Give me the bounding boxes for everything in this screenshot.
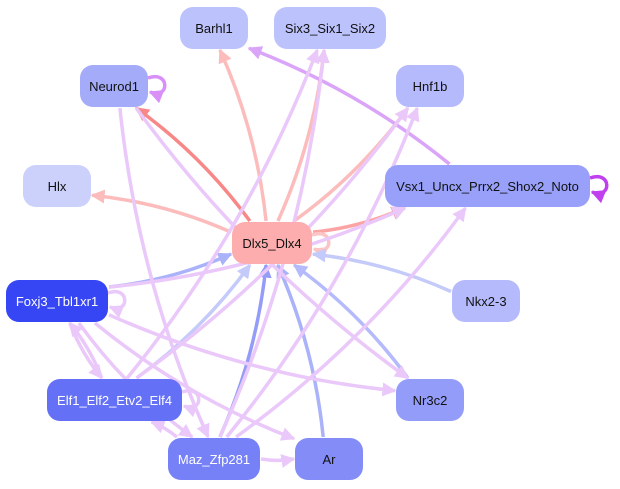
edge-maz_zfp281-to-vsx1_uncx_prrx2_shox2_noto bbox=[235, 206, 467, 439]
node-label: Foxj3_Tbl1xr1 bbox=[15, 293, 99, 309]
edge-dlx5_dlx4-to-neurod1 bbox=[135, 106, 252, 223]
edge-vsx1_uncx_prrx2_shox2_noto-to-barhl1 bbox=[247, 46, 451, 166]
node-label: Neurod1 bbox=[89, 78, 139, 94]
node-hlx[interactable]: Hlx bbox=[23, 165, 91, 207]
node-neurod1[interactable]: Neurod1 bbox=[80, 65, 148, 107]
node-ar[interactable]: Ar bbox=[295, 438, 363, 480]
edge-vsx1_uncx_prrx2_shox2_noto-to-vsx1_uncx_prrx2_shox2_noto bbox=[589, 174, 609, 204]
node-label: Elf1_Elf2_Etv2_Elf4 bbox=[57, 392, 172, 408]
edge-neurod1-to-maz_zfp281 bbox=[118, 107, 210, 439]
node-nr3c2[interactable]: Nr3c2 bbox=[396, 379, 464, 421]
node-elf1_elf2_etv2_elf4[interactable]: Elf1_Elf2_Etv2_Elf4 bbox=[47, 379, 182, 421]
edge-ar-to-dlx5_dlx4 bbox=[276, 263, 325, 438]
node-label: Nkx2-3 bbox=[465, 293, 507, 309]
edge-foxj3_tbl1xr1-to-ar bbox=[93, 321, 296, 441]
node-label: Six3_Six1_Six2 bbox=[284, 20, 376, 36]
node-nkx2-3[interactable]: Nkx2-3 bbox=[452, 280, 520, 322]
node-barhl1[interactable]: Barhl1 bbox=[180, 7, 248, 49]
edge-foxj3_tbl1xr1-to-foxj3_tbl1xr1 bbox=[107, 289, 127, 319]
node-label: Dlx5_Dlx4 bbox=[242, 235, 302, 251]
edge-elf1_elf2_etv2_elf4-to-six3_six1_six2 bbox=[125, 48, 320, 380]
edge-neurod1-to-neurod1 bbox=[147, 74, 167, 104]
node-label: Nr3c2 bbox=[412, 392, 448, 408]
node-label: Barhl1 bbox=[195, 20, 233, 36]
edge-maz_zfp281-to-elf1_elf2_etv2_elf4 bbox=[150, 420, 179, 439]
node-label: Maz_Zfp281 bbox=[177, 451, 251, 467]
edge-nkx2-3-to-dlx5_dlx4 bbox=[311, 248, 452, 294]
node-label: Vsx1_Uncx_Prrx2_Shox2_Noto bbox=[396, 178, 579, 194]
node-label: Hlx bbox=[47, 178, 67, 194]
node-maz_zfp281[interactable]: Maz_Zfp281 bbox=[168, 438, 260, 480]
edge-maz_zfp281-to-hnf1b bbox=[225, 106, 420, 439]
edge-nr3c2-to-dlx5_dlx4 bbox=[293, 263, 410, 380]
node-vsx1_uncx_prrx2_shox2_noto[interactable]: Vsx1_Uncx_Prrx2_Shox2_Noto bbox=[385, 165, 590, 207]
node-label: Hnf1b bbox=[412, 78, 448, 94]
edge-dlx5_dlx4-to-hlx bbox=[90, 189, 232, 234]
node-dlx5_dlx4[interactable]: Dlx5_Dlx4 bbox=[232, 222, 312, 264]
edge-elf1_elf2_etv2_elf4-to-foxj3_tbl1xr1 bbox=[68, 321, 104, 379]
node-hnf1b[interactable]: Hnf1b bbox=[396, 65, 464, 107]
node-label: Ar bbox=[322, 451, 336, 467]
edge-dlx5_dlx4-to-barhl1 bbox=[218, 48, 268, 222]
node-foxj3_tbl1xr1[interactable]: Foxj3_Tbl1xr1 bbox=[6, 280, 108, 322]
node-six3_six1_six2[interactable]: Six3_Six1_Six2 bbox=[274, 7, 386, 49]
edges-layer bbox=[68, 46, 609, 468]
edge-maz_zfp281-to-ar bbox=[260, 454, 296, 468]
